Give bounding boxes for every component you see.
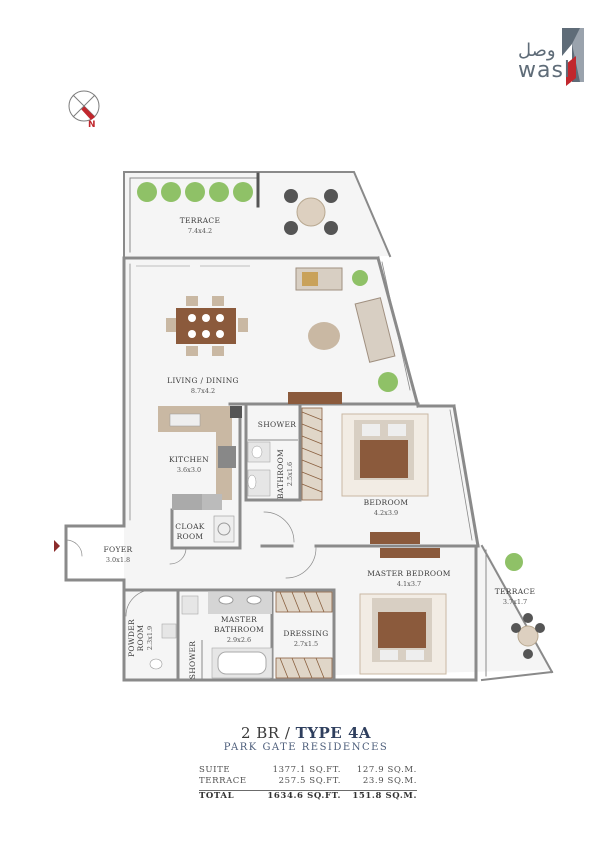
north-compass: N [64, 86, 108, 136]
bathroom-label: BATHROOM [276, 449, 285, 499]
master-bedroom-dims: 4.1x3.7 [397, 580, 421, 588]
bed-icon [288, 392, 429, 544]
room-labels: TERRACE 7.4x4.2 LIVING / DINING 8.7x4.2 … [104, 216, 536, 680]
dining-table-icon [166, 296, 248, 356]
bedroom-label: BEDROOM [364, 498, 409, 507]
area-row-terrace: TERRACE 257.5 SQ.FT. 23.9 SQ.M. [199, 776, 417, 787]
foyer-dims: 3.0x1.8 [106, 556, 130, 564]
master-bath-label-1: MASTER [221, 615, 257, 624]
bathroom-fixtures-icon [247, 439, 298, 497]
terrace-top-dims: 7.4x4.2 [188, 227, 212, 235]
terrace-table-icon [284, 189, 338, 235]
area-label: TERRACE [199, 776, 247, 786]
plan-title: 2 BR / TYPE 4A [0, 724, 612, 742]
living-label: LIVING / DINING [167, 376, 239, 385]
area-sqm: 23.9 SQ.M. [362, 776, 417, 786]
wasl-mark-icon [562, 28, 584, 86]
total-sqft: 1634.6 SQ.FT. [267, 791, 341, 801]
compass-north-label: N [88, 120, 96, 130]
powder-dims: 2.3x1.9 [146, 626, 154, 650]
area-row-total: TOTAL 1634.6 SQ.FT. 151.8 SQ.M. [199, 790, 417, 805]
bathroom-dims: 2.5x1.6 [286, 462, 294, 486]
plan-subtitle: PARK GATE RESIDENCES [223, 742, 389, 753]
master-bath-label-2: BATHROOM [214, 625, 264, 634]
lounge-furniture-icon [295, 267, 398, 392]
master-bedroom-label: MASTER BEDROOM [367, 569, 451, 578]
plan-title-prefix: 2 BR / [240, 724, 296, 742]
right-terrace-furniture [505, 553, 545, 659]
logo-english: wasl [518, 58, 572, 83]
area-table: SUITE 1377.1 SQ.FT. 127.9 SQ.M. TERRACE … [199, 765, 417, 805]
foyer-label: FOYER [104, 545, 133, 554]
dressing-dims: 2.7x1.5 [294, 640, 318, 648]
wardrobe-icon [275, 407, 333, 679]
terrace-top-label: TERRACE [180, 216, 221, 225]
area-row-suite: SUITE 1377.1 SQ.FT. 127.9 SQ.M. [199, 765, 417, 776]
master-bed-icon [359, 548, 447, 675]
area-sqm: 127.9 SQ.M. [356, 765, 417, 775]
area-sqft: 257.5 SQ.FT. [278, 776, 341, 786]
master-bath-dims: 2.9x2.6 [227, 636, 251, 644]
dressing-label: DRESSING [283, 629, 328, 638]
terrace-right-label: TERRACE [495, 587, 536, 596]
floor-plan: TERRACE 7.4x4.2 LIVING / DINING 8.7x4.2 … [54, 171, 554, 682]
powder-label-2: ROOM [136, 625, 145, 652]
terrace-plants [137, 182, 253, 202]
kitchen-label: KITCHEN [169, 455, 209, 464]
compass-icon [68, 90, 100, 122]
kitchen-counter-icon [158, 406, 242, 543]
living-dims: 8.7x4.2 [191, 387, 215, 395]
kitchen-dims: 3.6x3.0 [177, 466, 201, 474]
shower-bottom-label: SHOWER [188, 641, 197, 680]
bedroom-dims: 4.2x3.9 [374, 509, 398, 517]
area-sqft: 1377.1 SQ.FT. [272, 765, 341, 775]
master-bath-fixtures-icon [149, 592, 273, 680]
total-sqm: 151.8 SQ.M. [352, 791, 417, 801]
wasl-logo: وصل wasl [514, 20, 594, 90]
area-label: SUITE [199, 765, 231, 775]
plan-type: TYPE 4A [295, 724, 372, 742]
logo-arabic: وصل [518, 40, 556, 61]
total-label: TOTAL [199, 791, 235, 801]
terrace-right-dims: 3.7x1.7 [503, 598, 527, 606]
powder-label-1: POWDER [127, 619, 136, 657]
cloak-label-1: CLOAK [175, 522, 204, 531]
entrance-arrow-icon [54, 540, 60, 552]
cloak-label-2: ROOM [177, 532, 204, 541]
shower-top-label: SHOWER [258, 420, 297, 429]
